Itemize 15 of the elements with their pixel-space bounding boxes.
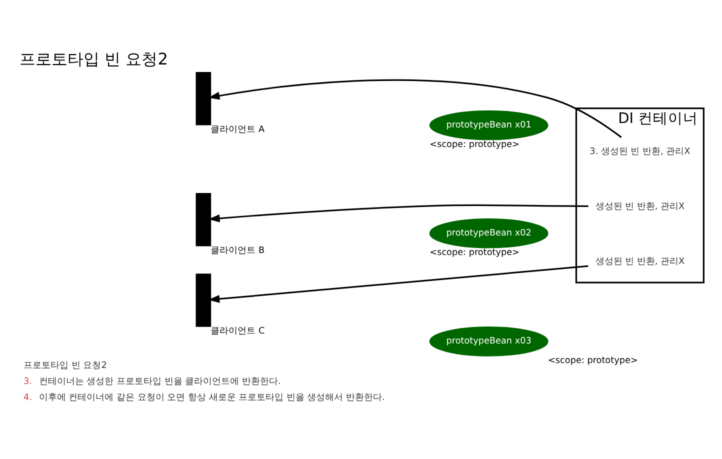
label: 4. bbox=[24, 393, 32, 404]
node-label: 클라이언트 B bbox=[210, 246, 265, 256]
label: 컨테이너는 생성한 프로토타입 빈을 클라이언트에 반환한다. bbox=[38, 376, 281, 387]
node-label: <scope: prototype> bbox=[548, 356, 638, 366]
label: 프로토타입 빈 요청2 bbox=[24, 360, 107, 371]
label: 3. bbox=[24, 376, 32, 387]
node-text: 생성된 빈 반환, 관리X bbox=[595, 256, 685, 267]
node-label: <scope: prototype> bbox=[430, 248, 520, 258]
diagram-title: 프로토타입 빈 요청2 bbox=[19, 49, 168, 68]
node-text: 3. 생성된 빈 반환, 관리X bbox=[590, 147, 690, 158]
node-text: 생성된 빈 반환, 관리X bbox=[595, 202, 685, 212]
node-label: <scope: prototype> bbox=[430, 140, 520, 150]
label: 이후에 컨테이너에 같은 요청이 오면 항상 새로운 프로토타입 빈을 생성해서 반환한다. bbox=[38, 393, 385, 404]
node-label: 클라이언트 A bbox=[210, 124, 265, 135]
node-label: 클라이언트 C bbox=[210, 326, 265, 337]
